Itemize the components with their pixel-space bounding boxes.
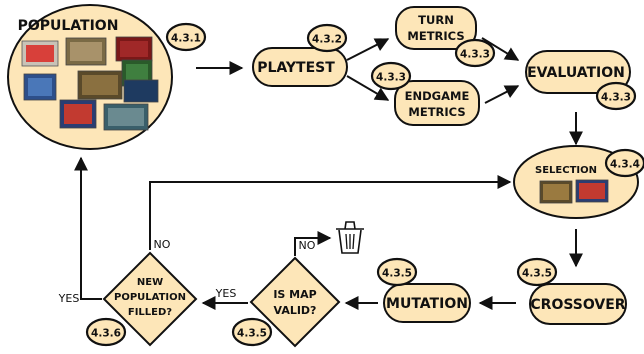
endgame-metrics-badge: 4.3.3 [370, 61, 412, 91]
board-game-box-icon [21, 36, 159, 131]
arrow-playtest-to-turn-metrics [346, 38, 390, 61]
board-game-box-icon [539, 179, 609, 204]
arrow-playtest-to-endgame-metrics [346, 75, 390, 101]
svg-text:METRICS: METRICS [408, 105, 465, 119]
evaluation-node: EVALUATION 4.3.3 [525, 50, 637, 111]
turn-metrics-node: TURN METRICS 4.3.3 [395, 6, 496, 68]
svg-text:4.3.5: 4.3.5 [237, 328, 267, 340]
svg-text:4.3.3: 4.3.3 [601, 92, 631, 104]
playtest-node: PLAYTEST 4.3.2 [252, 23, 348, 87]
population-badge: 4.3.1 [165, 22, 207, 52]
arrow-filled-yes-to-population [74, 156, 102, 300]
population-label: POPULATION [18, 18, 119, 34]
svg-text:VALID?: VALID? [274, 304, 317, 317]
svg-text:4.3.3: 4.3.3 [376, 72, 406, 84]
trash-can-icon [336, 221, 364, 254]
svg-text:FILLED?: FILLED? [128, 307, 172, 318]
svg-text:IS MAP: IS MAP [273, 288, 316, 301]
mutation-label: MUTATION [386, 296, 468, 312]
evaluation-label: EVALUATION [527, 65, 625, 81]
svg-text:4.3.5: 4.3.5 [522, 268, 552, 280]
selection-node: SELECTION 4.3.4 [513, 145, 644, 219]
selection-badge: 4.3.4 [604, 148, 644, 178]
svg-text:4.3.4: 4.3.4 [610, 159, 640, 171]
arrow-turn-metrics-to-evaluation [481, 37, 520, 61]
crossover-node: CROSSOVER 4.3.5 [516, 257, 627, 325]
crossover-label: CROSSOVER [530, 297, 625, 313]
arrow-filled-no-to-selection [149, 175, 512, 250]
edge-label-valid-no: NO [299, 239, 316, 252]
population-filled-badge: 4.3.6 [85, 317, 127, 347]
is-map-valid-badge: 4.3.5 [231, 317, 273, 347]
endgame-metrics-node: ENDGAME METRICS 4.3.3 [370, 61, 480, 126]
svg-text:TURN: TURN [418, 13, 454, 27]
svg-text:METRICS: METRICS [407, 29, 464, 43]
svg-text:4.3.3: 4.3.3 [460, 49, 490, 61]
flow-arrows [74, 37, 583, 310]
playtest-label: PLAYTEST [257, 60, 335, 76]
playtest-badge: 4.3.2 [306, 23, 348, 53]
turn-metrics-badge: 4.3.3 [454, 38, 496, 68]
svg-text:4.3.1: 4.3.1 [171, 33, 201, 45]
arrow-valid-no-to-trash [294, 231, 332, 256]
edge-label-filled-yes: YES [58, 292, 80, 305]
svg-text:4.3.6: 4.3.6 [91, 328, 121, 340]
mutation-badge: 4.3.5 [376, 257, 418, 287]
svg-text:ENDGAME: ENDGAME [405, 89, 470, 103]
edge-label-filled-no: NO [154, 238, 171, 251]
crossover-badge: 4.3.5 [516, 257, 558, 287]
svg-text:NEW: NEW [137, 277, 163, 288]
is-map-valid-decision: IS MAP VALID? 4.3.5 [231, 256, 341, 348]
edge-label-valid-yes: YES [215, 287, 237, 300]
svg-text:4.3.2: 4.3.2 [312, 34, 342, 46]
svg-text:POPULATION: POPULATION [114, 292, 186, 303]
population-node: POPULATION 4.3.1 [7, 4, 207, 150]
population-filled-decision: NEW POPULATION FILLED? 4.3.6 [85, 251, 198, 347]
mutation-node: MUTATION 4.3.5 [376, 257, 471, 323]
arrow-endgame-metrics-to-evaluation [484, 85, 520, 104]
evaluation-badge: 4.3.3 [595, 81, 637, 111]
svg-text:4.3.5: 4.3.5 [382, 268, 412, 280]
selection-label: SELECTION [535, 165, 597, 176]
